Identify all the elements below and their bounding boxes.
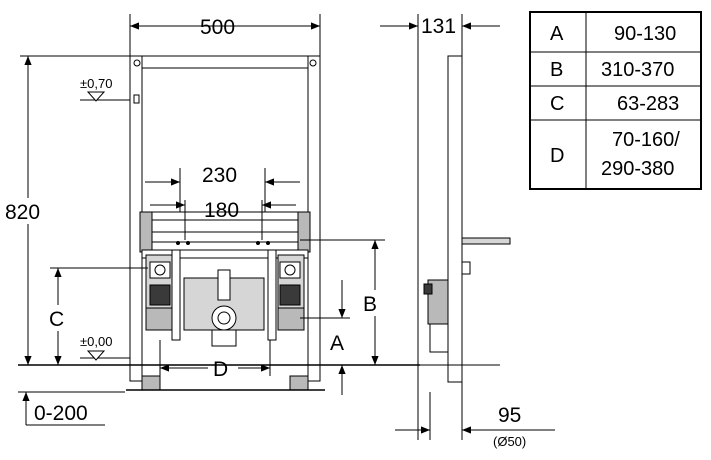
- dim-d-label: D: [213, 358, 228, 381]
- dim-230-label: 230: [202, 164, 237, 187]
- dimension-table: A 90-130 B 310-370 C 63-283 D 70-160/ 29…: [529, 11, 702, 190]
- side-fitting: [461, 261, 471, 275]
- dim-height-label: 820: [5, 201, 40, 224]
- side-view: 131 95 (Ø50): [380, 14, 555, 449]
- frame-bolt: [309, 59, 317, 67]
- dim-b-label: B: [363, 293, 377, 316]
- right-foot: [289, 375, 309, 391]
- left-valve-body: [149, 284, 171, 306]
- waste-diameter-label: (Ø50): [493, 434, 526, 449]
- bolt-hole: [186, 241, 190, 245]
- table-value: 90-130: [614, 23, 676, 45]
- right-valve-knob: [284, 264, 296, 276]
- dim-a-label: A: [330, 332, 344, 355]
- label-backdrop: [208, 356, 238, 380]
- side-valve-cap: [423, 283, 433, 295]
- waste-pipe-vertical: [217, 269, 231, 301]
- label-backdrop: [4, 198, 50, 224]
- table-key: C: [550, 93, 564, 115]
- dim-c-label: C: [49, 308, 64, 331]
- right-valve-base: [277, 307, 305, 331]
- level-floor-label: ±0,00: [80, 334, 112, 349]
- level-marker-floor-icon: [86, 350, 106, 361]
- dim-95-label: 95: [498, 404, 521, 427]
- label-backdrop: [362, 290, 388, 316]
- frame-top-rail: [129, 55, 321, 69]
- left-valve-knob: [154, 264, 166, 276]
- table-border: [529, 11, 702, 190]
- frame-mounting-bar: [145, 231, 305, 243]
- floor-adjust-label: 0-200: [34, 402, 88, 425]
- front-view: 500: [4, 14, 420, 426]
- bolt-hole: [256, 241, 260, 245]
- dim-131-label: 131: [421, 15, 456, 38]
- ab-dimensions: B A: [300, 239, 388, 395]
- side-bracket: [461, 237, 511, 245]
- inner-post: [171, 249, 181, 341]
- left-foot: [141, 375, 161, 391]
- level-marker-top-icon: [86, 91, 106, 102]
- dim-width-label: 500: [200, 16, 235, 39]
- frame-clip: [133, 94, 140, 104]
- dim-180-label: 180: [204, 199, 239, 222]
- waste-outlet-inner: [217, 311, 231, 325]
- side-frame-post: [447, 55, 463, 383]
- table-key: B: [550, 59, 563, 81]
- level-top-label: ±0,70: [80, 76, 112, 91]
- table-value: 63-283: [617, 93, 679, 115]
- table-value-second-line: 290-380: [601, 158, 674, 180]
- left-bracket: [139, 211, 153, 253]
- right-valve-body: [279, 284, 301, 306]
- inner-post: [267, 249, 277, 341]
- left-valve-base: [145, 307, 173, 331]
- table-value: 70-160/: [612, 129, 680, 151]
- side-trap: [429, 323, 449, 353]
- right-bracket: [297, 211, 311, 253]
- table-key: A: [550, 23, 564, 45]
- table-value: 310-370: [601, 59, 674, 81]
- bolt-hole: [266, 241, 270, 245]
- bolt-hole: [176, 241, 180, 245]
- frame-lower-crossbar: [141, 249, 309, 259]
- table-key: D: [550, 145, 564, 167]
- label-backdrop: [46, 305, 70, 331]
- frame-bolt: [133, 59, 141, 67]
- waste-trap: [211, 329, 237, 347]
